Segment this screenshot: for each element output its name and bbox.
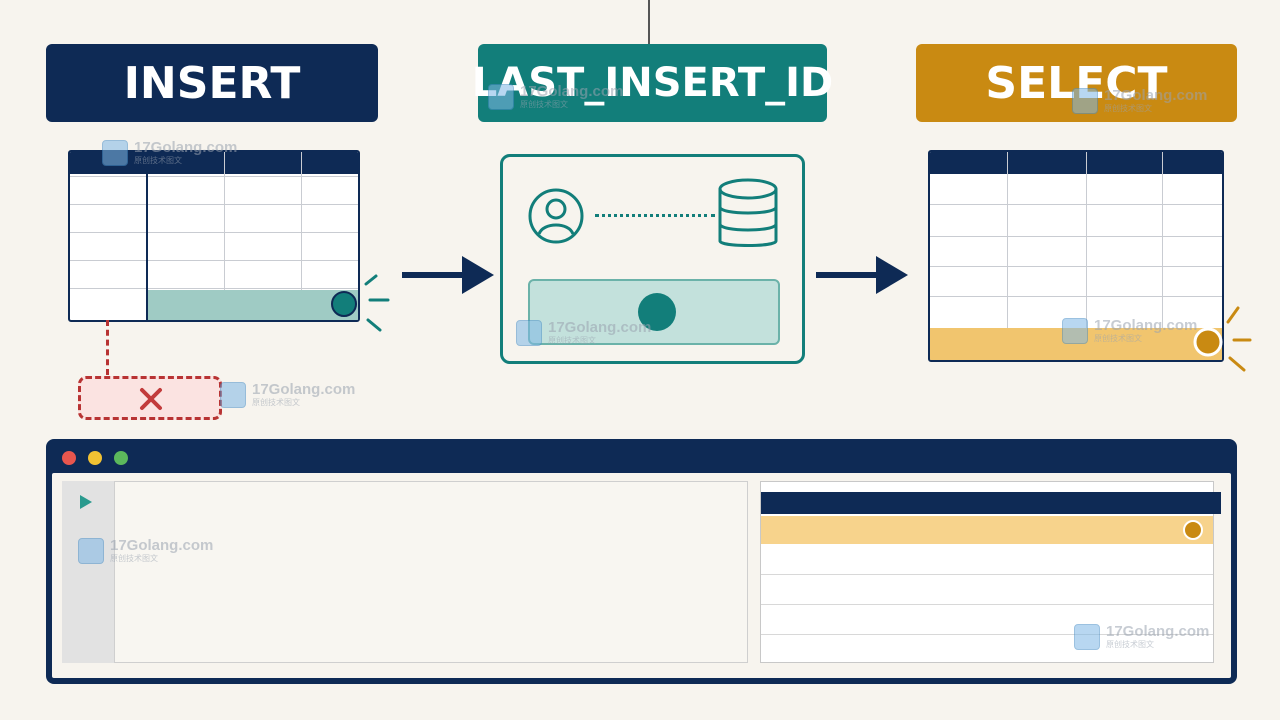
- selected-row-highlight: [930, 328, 1222, 360]
- result-row-marker: [1183, 520, 1203, 540]
- select-row-marker: [1193, 306, 1252, 372]
- result-panel: [760, 481, 1221, 663]
- window-maximize-dot[interactable]: [114, 451, 128, 465]
- select-header: SELECT: [916, 44, 1237, 122]
- last-insert-id-header: LAST_INSERT_ID: [472, 44, 833, 122]
- window-close-dot[interactable]: [62, 451, 76, 465]
- window-minimize-dot[interactable]: [88, 451, 102, 465]
- user-icon: [528, 188, 584, 244]
- error-connector: [106, 320, 109, 375]
- query-window: [46, 439, 1237, 684]
- query-editor[interactable]: [114, 481, 748, 663]
- result-row-highlight: [761, 516, 1213, 544]
- select-table-header: [930, 152, 1222, 174]
- result-header: [761, 492, 1221, 514]
- flow-arrow-1: [402, 256, 494, 294]
- inserted-row-highlight: [148, 290, 358, 320]
- window-body: [52, 473, 1231, 678]
- last-id-marker: [638, 293, 676, 331]
- connection-line: [595, 214, 715, 217]
- play-icon[interactable]: [78, 493, 94, 511]
- top-connector-line: [648, 0, 650, 44]
- flow-arrow-2: [816, 256, 908, 294]
- select-table: [928, 150, 1224, 362]
- database-icon: [718, 178, 778, 247]
- insert-table-header: [70, 152, 358, 174]
- last-id-value-box: [528, 279, 780, 345]
- session-panel: [500, 154, 805, 364]
- insert-row-marker: [331, 274, 390, 332]
- insert-error-box: [78, 376, 222, 420]
- editor-gutter: [62, 481, 114, 663]
- insert-table: [68, 150, 360, 322]
- watermark-logo-icon: [220, 382, 246, 408]
- insert-header: INSERT: [46, 44, 378, 122]
- close-icon: [140, 388, 162, 410]
